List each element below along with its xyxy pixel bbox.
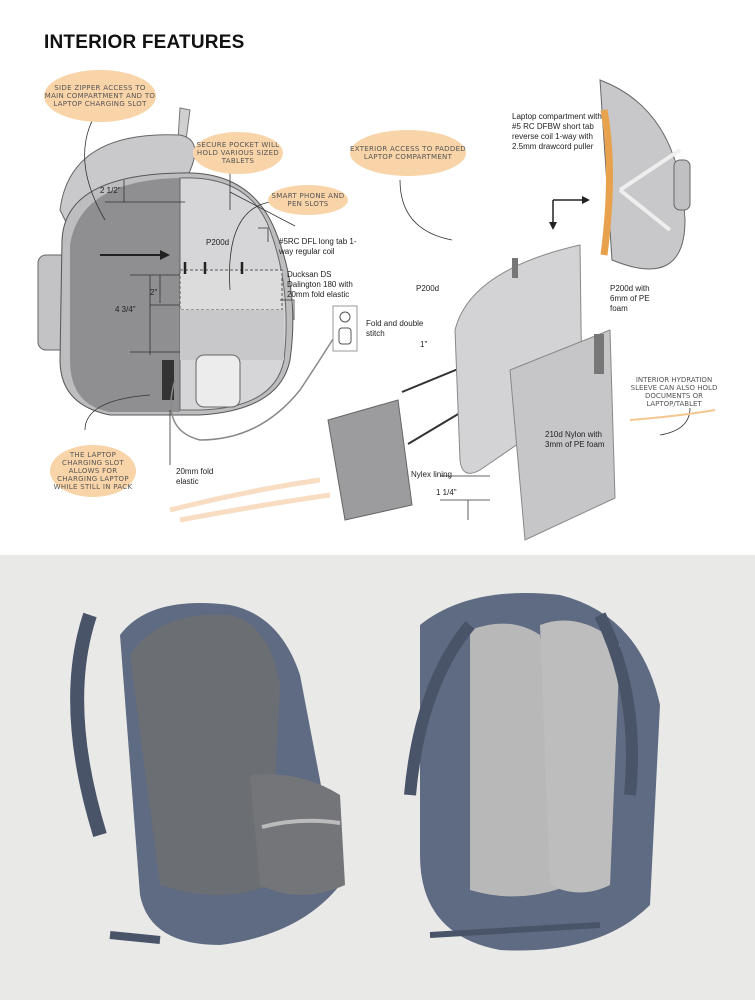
dimension-2-1-2: 2 1/2" [100, 186, 121, 195]
note-p200d-front: P200d [206, 238, 230, 247]
dimension-1-1-4: 1 1/4" [436, 488, 457, 497]
page-title: INTERIOR FEATURES [44, 32, 245, 53]
note-p200d-panel: P200d [416, 284, 440, 293]
tablet-illustration [327, 399, 413, 521]
callout-exterior-access: EXTERIOR ACCESS TO PADDED LAPTOP COMPART… [350, 130, 466, 176]
note-fold-elastic: 20mm fold elastic [176, 467, 214, 486]
interior-diagram [37, 79, 716, 541]
callout-side-zipper: SIDE ZIPPER ACCESS TO MAIN COMPARTMENT A… [44, 70, 156, 122]
side-pack-illustration [549, 79, 691, 270]
note-zipper-5rc: #5RC DFL long tab 1-way regular coil [279, 237, 357, 256]
note-p200d-foam: P200d with 6mm of PE foam [610, 284, 650, 313]
callout-smart-phone: SMART PHONE AND PEN SLOTS [268, 185, 348, 215]
front-pack-illustration [37, 107, 346, 465]
backpack-front-photo [70, 603, 345, 945]
callout-charging-slot: THE LAPTOP CHARGING SLOT ALLOWS FOR CHAR… [50, 445, 136, 497]
note-nylex-lining: Nylex lining [411, 470, 452, 479]
note-laptop-compartment: Laptop compartment with #5 RC DFBW short… [512, 112, 602, 151]
note-nylon-sleeve: 210d Nylon with 3mm of PE foam [545, 430, 605, 449]
note-ducksan: Ducksan DS Dalington 180 with 20mm fold … [287, 270, 353, 299]
callout-secure-pocket: SECURE POCKET WILL HOLD VARIOUS SIZED TA… [193, 132, 283, 174]
backpack-back-photo [404, 593, 660, 951]
note-fold-double-stitch: Fold and double stitch [366, 319, 424, 338]
dimension-1: 1" [420, 340, 428, 349]
wall-outlet-illustration [332, 305, 358, 352]
dimension-4-3-4: 4 3/4" [115, 305, 136, 314]
dimension-2: 2" [150, 288, 158, 297]
hydration-sleeve-illustration [509, 329, 616, 541]
product-photos [0, 555, 755, 1000]
callout-hydration-sleeve: INTERIOR HYDRATION SLEEVE CAN ALSO HOLD … [630, 376, 718, 408]
